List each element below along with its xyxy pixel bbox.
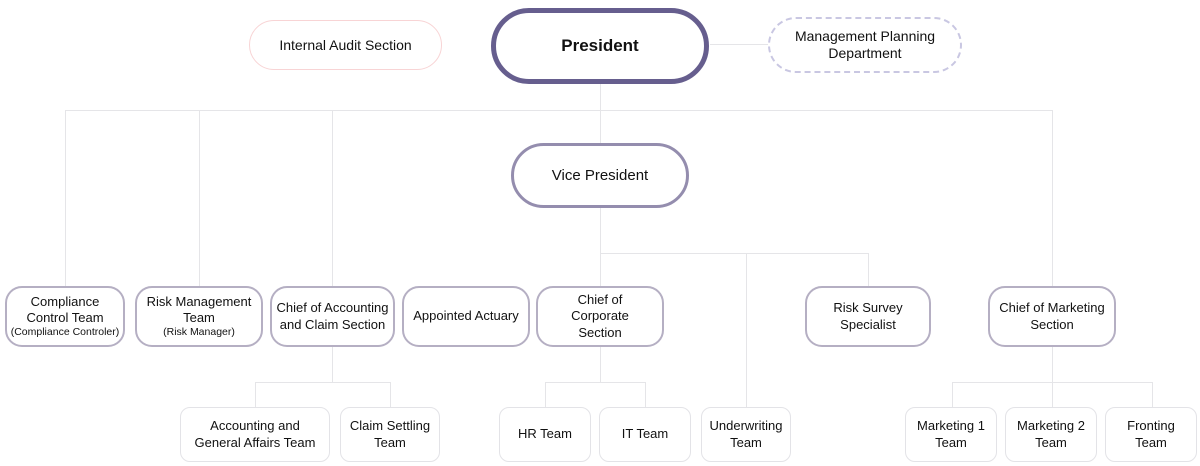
connector-line <box>390 382 391 407</box>
connector-line <box>645 382 646 407</box>
connector-line <box>952 382 953 407</box>
node-label: Underwriting Team <box>709 417 783 450</box>
connector-line <box>600 84 601 143</box>
node-hr-team: HR Team <box>499 407 591 462</box>
node-label: Marketing 2 Team <box>1017 417 1085 450</box>
connector-line <box>1152 382 1153 407</box>
connector-line <box>255 382 256 407</box>
node-internal-audit-section: Internal Audit Section <box>249 20 442 70</box>
connector-line <box>1052 347 1053 382</box>
node-management-planning-department: Management Planning Department <box>768 17 962 73</box>
node-label: Chief of Accounting and Claim Section <box>276 300 389 332</box>
node-chief-of-accounting-and-claim-section: Chief of Accounting and Claim Section <box>270 286 395 347</box>
connector-line <box>1052 110 1053 286</box>
connector-line <box>746 253 747 407</box>
node-label: Accounting and General Affairs Team <box>194 417 316 450</box>
node-label: Compliance Control Team <box>26 293 104 325</box>
node-accounting-and-general-affairs-team: Accounting and General Affairs Team <box>180 407 330 462</box>
connector-line <box>600 347 601 382</box>
node-underwriting-team: Underwriting Team <box>701 407 791 462</box>
node-label: Vice President <box>551 167 649 184</box>
node-president: President <box>491 8 709 84</box>
node-appointed-actuary: Appointed Actuary <box>402 286 530 347</box>
node-marketing-1-team: Marketing 1 Team <box>905 407 997 462</box>
connector-line <box>545 382 546 407</box>
connector-line <box>332 110 333 286</box>
node-it-team: IT Team <box>599 407 691 462</box>
connector-line <box>710 44 768 45</box>
connector-line <box>545 382 645 383</box>
connector-line <box>600 253 601 286</box>
connector-line <box>65 110 66 286</box>
node-label: Internal Audit Section <box>279 37 412 53</box>
connector-line <box>600 208 601 253</box>
node-sublabel: (Compliance Controler) <box>10 326 120 339</box>
node-label: Risk Management Team <box>146 293 252 325</box>
node-label: Fronting Team <box>1127 417 1175 450</box>
node-chief-of-marketing-section: Chief of Marketing Section <box>988 286 1116 347</box>
node-label: Risk Survey Specialist <box>833 300 903 332</box>
connector-line <box>255 382 390 383</box>
node-sublabel: (Risk Manager) <box>163 326 235 339</box>
node-compliance-control-team: Compliance Control Team (Compliance Cont… <box>5 286 125 347</box>
node-label: IT Team <box>621 426 669 442</box>
node-fronting-team: Fronting Team <box>1105 407 1197 462</box>
node-label: Chief of Marketing Section <box>999 300 1105 332</box>
node-label: President <box>561 36 639 55</box>
connector-line <box>65 110 1052 111</box>
node-label: Appointed Actuary <box>413 308 519 324</box>
node-risk-survey-specialist: Risk Survey Specialist <box>805 286 931 347</box>
node-vice-president: Vice President <box>511 143 689 208</box>
node-claim-settling-team: Claim Settling Team <box>340 407 440 462</box>
node-label: Management Planning Department <box>794 27 936 62</box>
connector-line <box>600 253 868 254</box>
node-risk-management-team: Risk Management Team (Risk Manager) <box>135 286 263 347</box>
connector-line <box>1052 382 1053 407</box>
node-label: Chief of Corporate Section <box>571 292 629 340</box>
node-chief-of-corporate-section: Chief of Corporate Section <box>536 286 664 347</box>
node-label: HR Team <box>518 426 572 442</box>
node-label: Claim Settling Team <box>349 417 431 450</box>
connector-line <box>199 110 200 286</box>
connector-line <box>868 253 869 286</box>
connector-line <box>332 347 333 382</box>
node-marketing-2-team: Marketing 2 Team <box>1005 407 1097 462</box>
node-label: Marketing 1 Team <box>917 417 985 450</box>
